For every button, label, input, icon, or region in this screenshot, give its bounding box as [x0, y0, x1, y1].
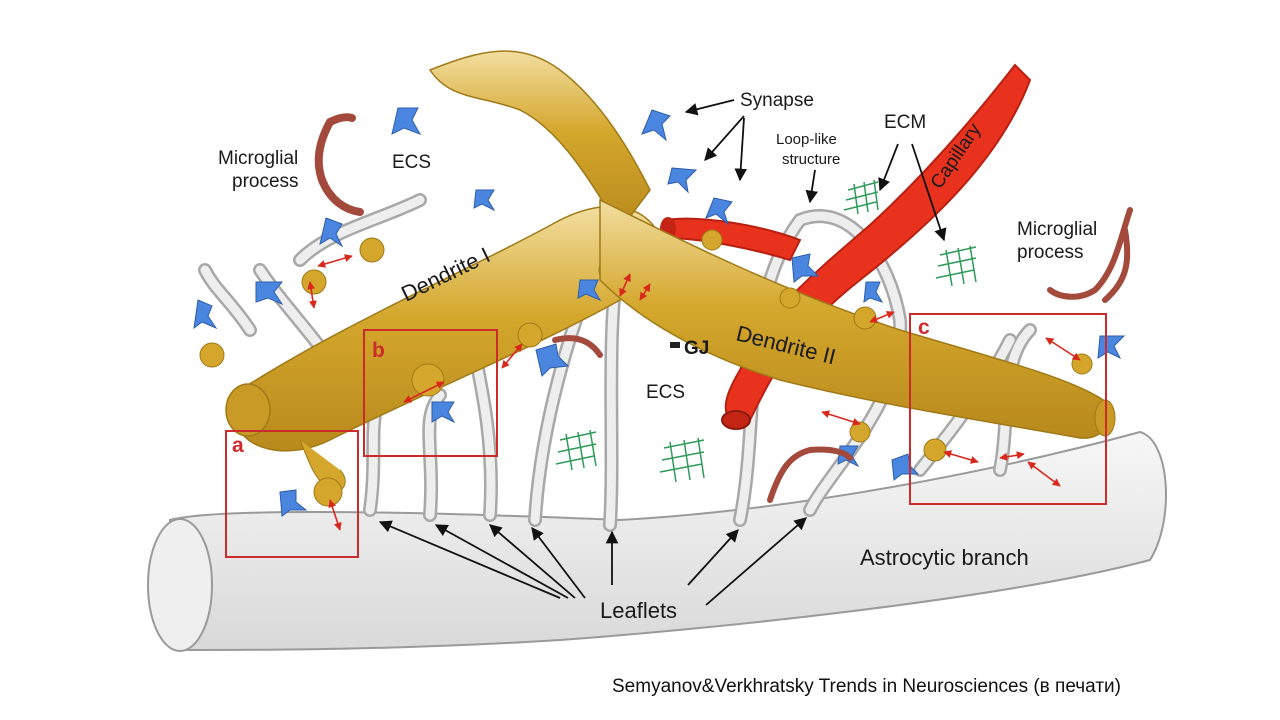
label-loop-line2: structure [782, 151, 840, 168]
box-a-letter: a [232, 434, 244, 457]
ecm-meshes [555, 179, 977, 483]
astrocytic-branch [147, 430, 1167, 652]
microglial-process-left [314, 113, 364, 216]
box-b [363, 329, 498, 457]
label-microglial-left-line1: Microglial [218, 148, 298, 169]
microglial-process-mid [552, 335, 853, 503]
box-c-letter: c [918, 316, 930, 339]
label-gap-junction: GJ [684, 338, 709, 359]
citation-text: Semyanov&Verkhratsky Trends in Neuroscie… [612, 676, 1121, 697]
pointer-arrows [378, 99, 947, 606]
label-astrocytic-branch: Astrocytic branch [860, 545, 1029, 570]
label-microglial-right-line1: Microglial [1017, 219, 1097, 240]
label-leaflets: Leaflets [600, 598, 677, 623]
label-ecm: ECM [884, 112, 926, 133]
exchange-arrows [307, 254, 1081, 531]
box-c [909, 313, 1107, 505]
gap-junction-marker [670, 342, 680, 348]
synapses [193, 107, 1126, 517]
label-microglial-left-line2: process [232, 171, 299, 192]
label-loop-line1: Loop-like [776, 131, 837, 148]
label-ecs-mid: ECS [646, 382, 685, 403]
box-b-letter: b [372, 339, 385, 362]
label-microglial-right-line2: process [1017, 242, 1084, 263]
inset-boxes [225, 313, 1107, 558]
label-ecs-top: ECS [392, 152, 431, 173]
label-synapse: Synapse [740, 90, 814, 111]
microglial-process-right [1047, 207, 1133, 303]
box-a [225, 430, 359, 558]
